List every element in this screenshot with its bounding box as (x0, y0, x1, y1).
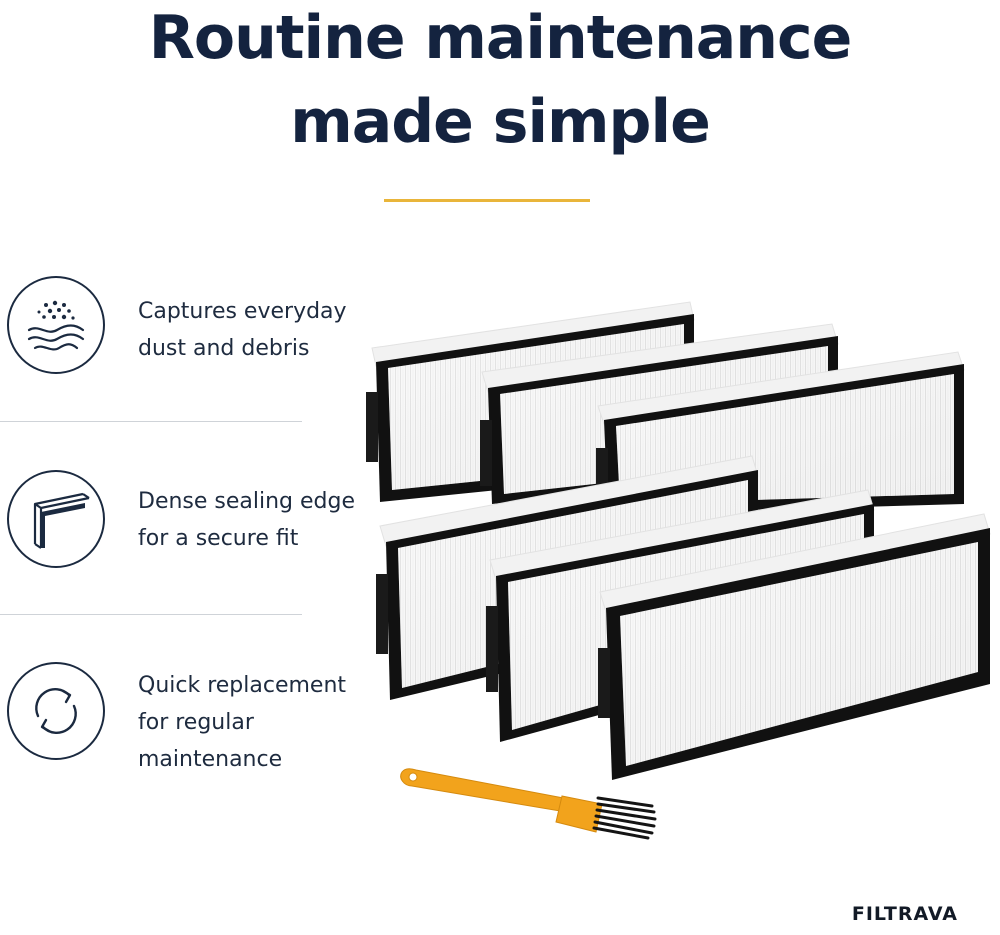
sealed-edge-frame-icon (7, 470, 105, 568)
feature-text-dust: Captures everyday dust and debris (138, 293, 378, 367)
headline-line-2: made simple (290, 87, 711, 157)
feature-line: maintenance (138, 747, 283, 772)
headline: Routine maintenance made simple (0, 0, 1000, 164)
feature-line: Dense sealing edge (138, 489, 356, 514)
feature-line: dust and debris (138, 336, 310, 361)
feature-line: Captures everyday (138, 299, 347, 324)
dust-particles-icon (7, 276, 105, 374)
brand-logo: FILTRAVA (851, 903, 958, 925)
feature-line: for a secure fit (138, 526, 299, 551)
feature-divider (0, 421, 302, 422)
filter-unit (598, 513, 991, 780)
feature-divider (0, 614, 302, 615)
feature-text-replacement: Quick replacement for regular maintenanc… (138, 667, 378, 778)
refresh-cycle-icon (7, 662, 105, 760)
headline-line-1: Routine maintenance (148, 3, 853, 73)
feature-line: Quick replacement (138, 673, 347, 698)
feature-line: for regular (138, 710, 254, 735)
accent-divider (384, 199, 590, 202)
feature-text-seal: Dense sealing edge for a secure fit (138, 483, 378, 557)
cleaning-brush (400, 768, 657, 840)
